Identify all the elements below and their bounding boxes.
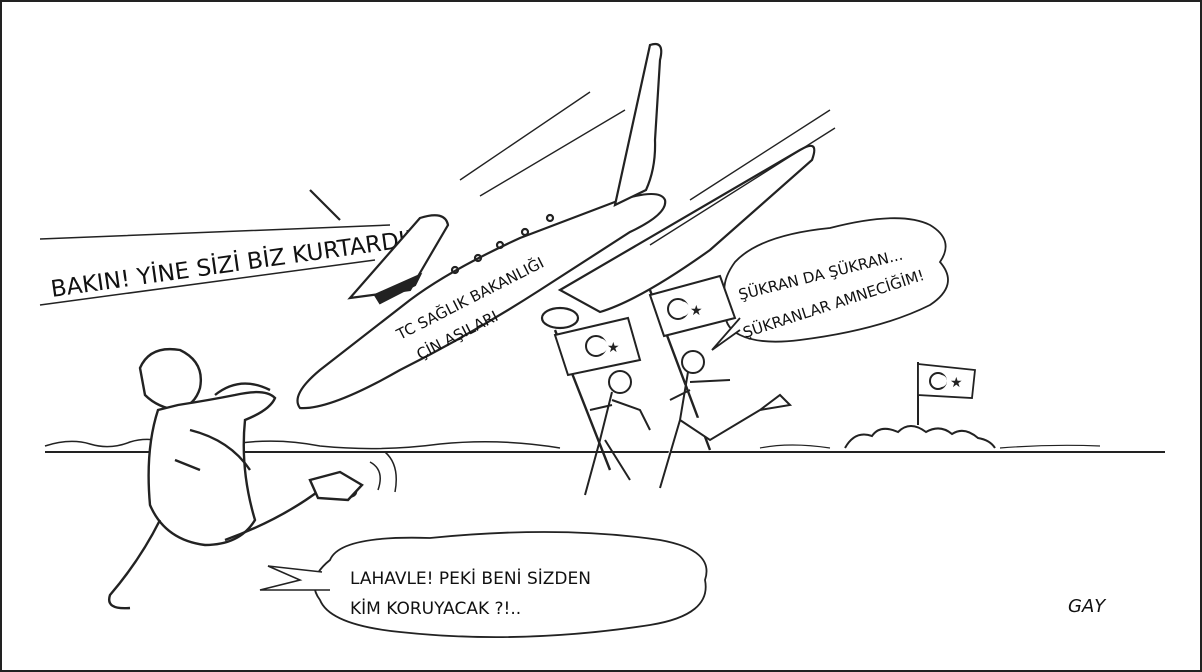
speech-bubble-bottom: LAHAVLE! PEKİ BENİ SİZDEN KİM KORUYACAK … [259, 531, 708, 639]
artist-signature: GAY [1068, 596, 1107, 617]
svg-text:★: ★ [690, 303, 703, 319]
rocks [844, 425, 996, 449]
turkish-flag-icon: ★ [585, 335, 620, 357]
airplane [296, 42, 836, 410]
speech-bubble-top: ŞÜKRAN DA ŞÜKRAN... ŞÜKRANLAR AMNECİĞİM! [711, 217, 949, 351]
svg-text:★: ★ [950, 375, 963, 391]
turkish-flag-icon: ★ [667, 298, 703, 320]
running-man [108, 347, 397, 610]
marching-figures [553, 274, 793, 496]
svg-text:★: ★ [607, 340, 620, 356]
bubble-bottom-line2: KİM KORUYACAK ?!.. [350, 598, 521, 619]
ground-wave-right [759, 444, 1101, 449]
turkish-flag-icon: ★ [917, 362, 976, 425]
bubble-bottom-line1: LAHAVLE! PEKİ BENİ SİZDEN [350, 568, 591, 589]
